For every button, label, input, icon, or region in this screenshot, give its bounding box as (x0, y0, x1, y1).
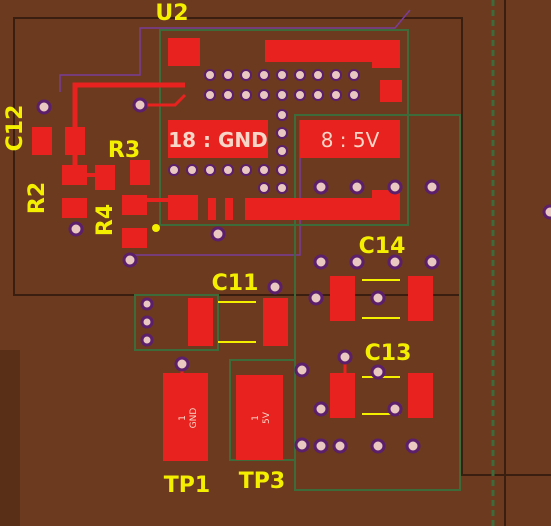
tp1-pin-number: 1 (178, 415, 188, 421)
c11-label: C11 (212, 271, 259, 296)
vias[interactable] (36, 97, 551, 454)
u2-pad[interactable] (372, 190, 400, 220)
c13-label: C13 (365, 341, 412, 366)
c14-label: C14 (359, 234, 406, 259)
c13-pad[interactable] (330, 373, 355, 418)
5v-pad-label: 8 : 5V (321, 128, 380, 152)
u2-pad-small[interactable] (208, 198, 216, 220)
u2-outline (159, 29, 409, 226)
tp3-pad[interactable] (236, 375, 283, 460)
u2-pad-strip[interactable] (245, 198, 400, 220)
pin1-marker (152, 224, 160, 232)
board-outline-right (461, 18, 551, 476)
r2-label: R2 (25, 182, 50, 214)
u2-pad-strip[interactable] (265, 40, 400, 62)
r3-pad[interactable] (95, 165, 115, 190)
c11-pad[interactable] (188, 298, 213, 346)
5v-pad[interactable] (300, 120, 400, 158)
c13-pad[interactable] (408, 373, 433, 418)
c14-pad[interactable] (408, 276, 433, 321)
board-edge-region (0, 350, 20, 526)
u2-label: U2 (155, 1, 188, 26)
r3-label: R3 (108, 138, 140, 163)
r2-pad[interactable] (62, 165, 87, 185)
r2-pad[interactable] (62, 198, 87, 218)
c12-pad[interactable] (32, 127, 52, 155)
signal-trace[interactable] (128, 120, 301, 256)
tp3-net-label: 5V (262, 411, 272, 424)
r4-label: R4 (93, 204, 118, 236)
c11-pad[interactable] (263, 298, 288, 346)
c12-label: C12 (3, 105, 28, 152)
u2-pin-grid (168, 69, 360, 194)
u2-pad[interactable] (380, 80, 402, 102)
r4-pad[interactable] (122, 195, 147, 215)
tp1-pad[interactable] (163, 373, 208, 461)
c14-pad[interactable] (330, 276, 355, 321)
r3-pad[interactable] (130, 160, 150, 185)
u2-pad[interactable] (168, 38, 200, 66)
u2-pad-small[interactable] (225, 198, 233, 220)
c12-pad[interactable] (65, 127, 85, 155)
power-trace[interactable] (140, 93, 187, 107)
gnd-pad[interactable] (168, 120, 268, 158)
u2-pad[interactable] (372, 40, 400, 68)
tp3-outline (229, 359, 296, 461)
tp3-pin-number: 1 (251, 415, 261, 421)
signal-trace[interactable] (59, 9, 411, 92)
tp1-net-label: GND (189, 408, 199, 429)
r4-pad[interactable] (122, 228, 147, 248)
tp1-label: TP1 (164, 473, 210, 498)
connector-outline (134, 294, 219, 351)
gnd-pad-label: 18 : GND (168, 128, 268, 152)
tp3-label: TP3 (239, 469, 285, 494)
